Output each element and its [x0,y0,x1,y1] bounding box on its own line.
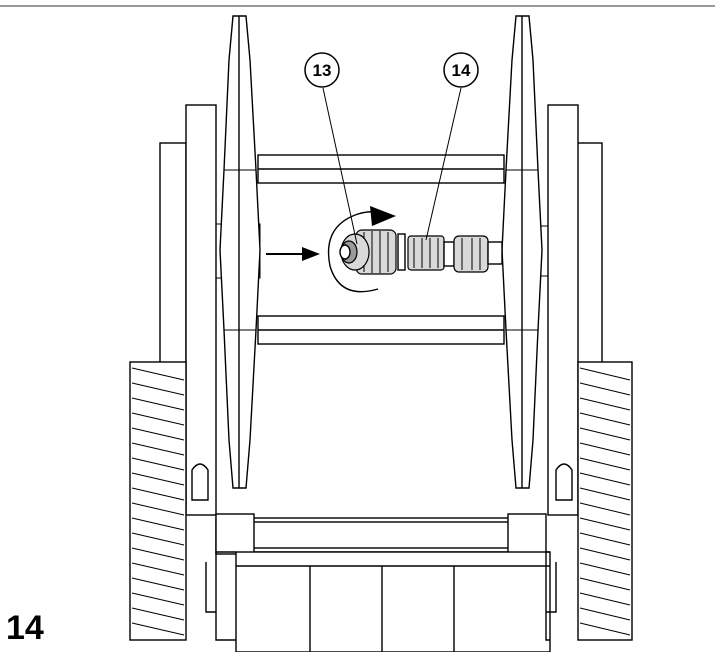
wheel-tread-line [579,592,631,606]
left-wheel [129,361,187,641]
wheel-tread-line [579,367,631,381]
wheel-tread-line [131,472,185,486]
wheel-tread-line [131,577,185,591]
callout-circle [443,52,479,88]
wheel-tread-line [579,547,631,561]
hose-connector [339,229,503,275]
wheel-tread-line [579,472,631,486]
wheel-tread-line [579,412,631,426]
wheel-tread-line [579,382,631,396]
wheel-tread-line [131,502,185,516]
figure-number: 14 [6,609,44,647]
wheel-tread-line [579,397,631,411]
callout-circle [304,52,340,88]
push-arrow-icon [266,247,320,261]
wheel-tread-line [131,607,185,621]
wheel-tread-line [579,457,631,471]
wheel-tread-line [131,382,185,396]
wheel-tread-line [579,502,631,516]
wheel-tread-line [131,517,185,531]
callout-14: 14 [425,52,479,241]
wheel-tread-line [131,457,185,471]
callout-label-13: 13 [313,61,332,80]
cart-frame [159,104,603,652]
wheel-tread-line [579,607,631,621]
rotation-arrow-icon [327,206,396,293]
reel-drum [215,154,549,345]
wheel-tread-line [579,427,631,441]
wheel-tread-line [579,562,631,576]
callout-13: 13 [304,52,358,245]
wheel-tread-line [579,622,631,636]
wheel-tread-line [579,442,631,456]
wheel-tread-line [131,367,185,381]
wheel-tread-line [131,532,185,546]
wheel-tread-line [131,442,185,456]
callout-label-14: 14 [452,61,471,80]
wheel-tread-line [131,487,185,501]
wheel-tread-line [579,532,631,546]
wheel-tread-line [131,547,185,561]
wheel-tread-line [131,592,185,606]
wheel-tread-line [579,487,631,501]
wheel-tread-line [131,427,185,441]
wheel-tread-line [131,622,185,636]
wheel-tread-line [131,562,185,576]
right-reel-flange [501,15,543,489]
right-wheel [577,361,633,641]
left-reel-flange [219,15,261,489]
wheel-tread-line [131,397,185,411]
wheel-tread-line [131,412,185,426]
wheel-tread-line [579,517,631,531]
wheel-tread-line [579,577,631,591]
